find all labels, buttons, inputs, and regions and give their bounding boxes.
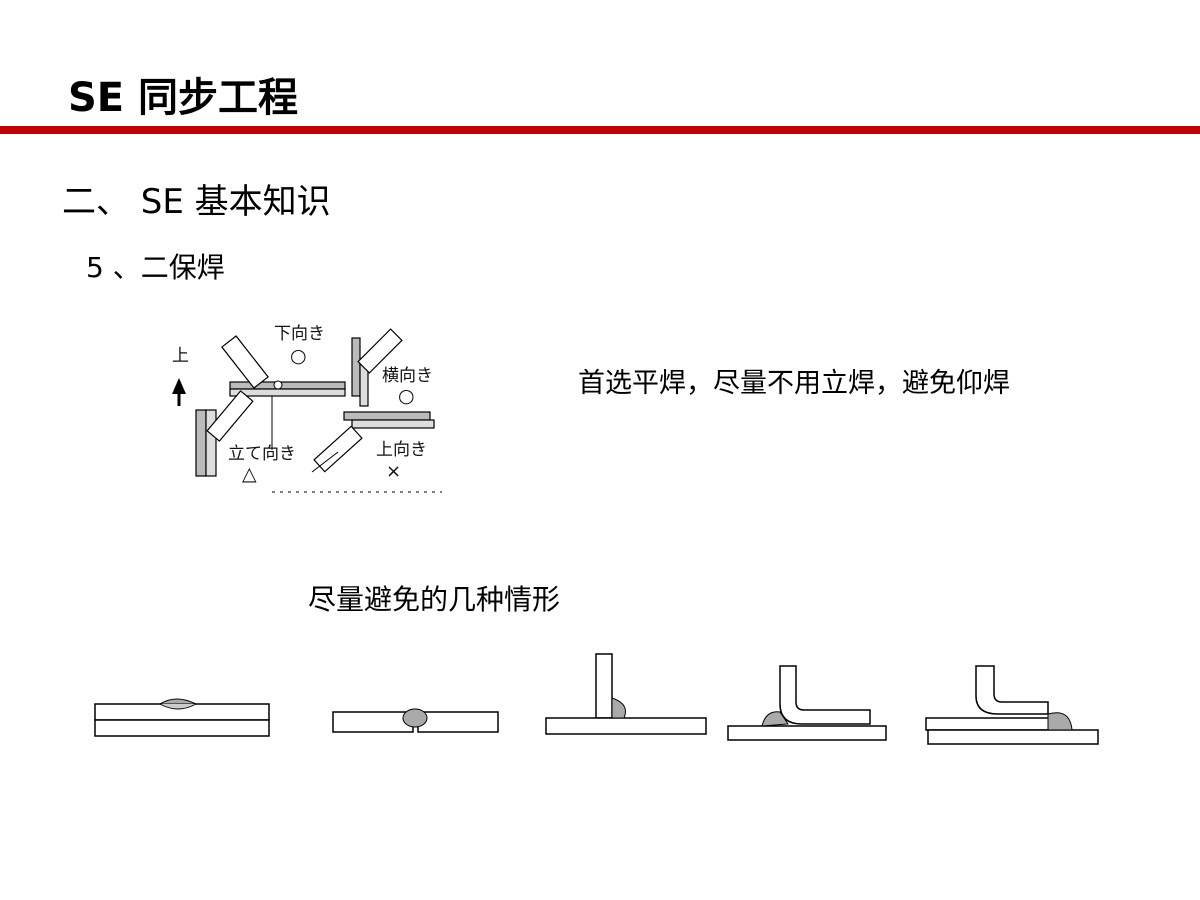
horizontal-position-mark: ○ xyxy=(398,385,415,407)
horizontal-weld-sketch xyxy=(351,328,403,407)
up-arrow-icon xyxy=(172,378,186,406)
flat-position-label: 下向き xyxy=(274,324,325,344)
slide-title: SE 同步工程 xyxy=(68,75,299,121)
lap-seam-weld-icon xyxy=(94,698,270,737)
butt-joint-gap-icon xyxy=(332,708,499,733)
avoid-cases-caption: 尽量避免的几种情形 xyxy=(308,583,561,616)
vertical-weld-sketch xyxy=(195,390,254,477)
t-joint-weld-icon xyxy=(545,653,707,735)
avoid-case-lap-seam xyxy=(94,694,272,746)
up-label: 上 xyxy=(172,346,189,366)
flat-position-mark: ○ xyxy=(290,345,307,367)
overhead-position-mark: × xyxy=(386,461,402,482)
sub-heading: 5 、二保焊 xyxy=(86,251,225,284)
avoid-case-t-joint xyxy=(544,652,708,742)
section-heading: 二、 SE 基本知识 xyxy=(62,182,331,222)
vertical-position-label: 立て向き xyxy=(228,444,296,464)
vertical-position-mark: △ xyxy=(242,463,257,485)
l-bracket-weld-icon xyxy=(727,665,887,741)
title-divider xyxy=(0,126,1200,134)
l-bracket-end-weld-icon xyxy=(925,665,1099,745)
weld-preference-note: 首选平焊，尽量不用立焊，避免仰焊 xyxy=(578,368,1010,399)
avoid-case-l-bracket-end xyxy=(924,664,1100,754)
welding-position-sketch xyxy=(172,328,442,493)
overhead-weld-sketch xyxy=(311,411,435,473)
avoid-case-l-bracket xyxy=(726,664,890,750)
avoid-case-butt-gap xyxy=(332,700,500,744)
flat-weld-sketch xyxy=(221,335,346,450)
welding-position-diagram: 上 下向き ○ 横向き ○ 立て向き △ 上向き × xyxy=(162,320,452,500)
overhead-position-label: 上向き xyxy=(376,440,427,460)
horizontal-position-label: 横向き xyxy=(382,366,433,386)
